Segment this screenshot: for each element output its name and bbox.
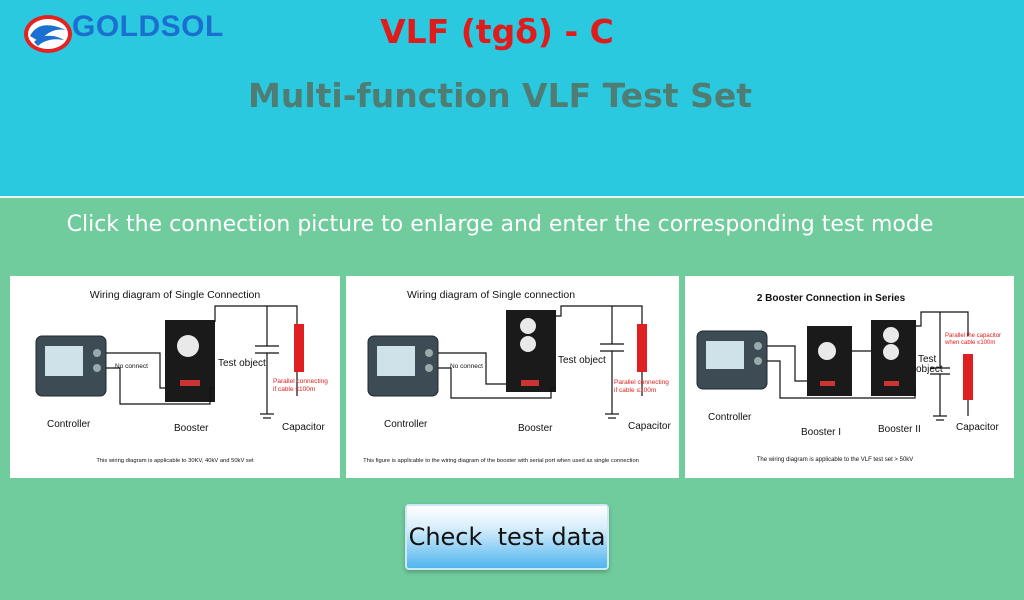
header-banner: GOLDSOL VLF (tgδ) - C Multi-function VLF… bbox=[0, 0, 1024, 196]
svg-text:Booster: Booster bbox=[518, 423, 553, 434]
controller-device-icon bbox=[367, 335, 439, 397]
svg-text:Wiring diagram of Single conne: Wiring diagram of Single connection bbox=[407, 289, 575, 301]
header-divider bbox=[0, 196, 1024, 198]
svg-text:This figure is applicable to t: This figure is applicable to the wiring … bbox=[363, 458, 639, 464]
controller-device-icon bbox=[35, 335, 107, 397]
svg-text:if cable ≤100m: if cable ≤100m bbox=[273, 386, 315, 393]
page-subtitle: Multi-function VLF Test Set bbox=[247, 76, 752, 115]
controller-device-icon bbox=[696, 330, 768, 390]
capacitor-icon bbox=[963, 354, 973, 400]
svg-text:object: object bbox=[916, 364, 943, 375]
wiring-diagram-single-serial: Wiring diagram of Single connection bbox=[363, 289, 671, 464]
capacitor-icon bbox=[294, 324, 304, 372]
booster-1-device-icon bbox=[807, 326, 852, 396]
svg-text:The wiring diagram is applicab: The wiring diagram is applicable to the … bbox=[757, 457, 914, 463]
svg-text:Controller: Controller bbox=[384, 419, 428, 430]
booster-device-icon bbox=[506, 310, 556, 392]
svg-text:Booster I: Booster I bbox=[801, 427, 841, 438]
svg-text:No connect: No connect bbox=[115, 363, 148, 370]
connection-card-series[interactable]: 2 Booster Connection in Series bbox=[685, 276, 1014, 478]
instruction-text: Click the connection picture to enlarge … bbox=[66, 212, 934, 237]
brand-name: GOLDSOL bbox=[72, 10, 224, 43]
connection-card-single-serial[interactable]: Wiring diagram of Single connection bbox=[346, 276, 679, 478]
svg-text:Parallel connecting: Parallel connecting bbox=[614, 379, 669, 386]
svg-text:if cable ≤100m: if cable ≤100m bbox=[614, 387, 656, 394]
brand-logo bbox=[22, 12, 202, 56]
booster-device-icon bbox=[165, 320, 215, 402]
page-title: VLF (tgδ) - C bbox=[380, 12, 614, 51]
check-test-data-button[interactable]: Check test data bbox=[405, 504, 609, 570]
diagram-title: Wiring diagram of Single Connection bbox=[90, 289, 261, 301]
svg-text:2 Booster Connection in Series: 2 Booster Connection in Series bbox=[757, 293, 906, 304]
svg-text:Parallel connecting: Parallel connecting bbox=[273, 378, 328, 385]
svg-text:Controller: Controller bbox=[47, 419, 91, 430]
svg-text:Controller: Controller bbox=[708, 412, 752, 423]
svg-text:Test: Test bbox=[918, 354, 937, 365]
svg-text:Booster: Booster bbox=[174, 423, 209, 434]
svg-text:Capacitor: Capacitor bbox=[282, 422, 325, 433]
wiring-diagram-single: Wiring diagram of Single Connection bbox=[35, 289, 328, 464]
goldsol-logo-icon bbox=[24, 15, 72, 53]
svg-text:No connect: No connect bbox=[450, 363, 483, 370]
svg-text:Parallel the capacitor: Parallel the capacitor bbox=[945, 333, 1001, 339]
svg-text:Capacitor: Capacitor bbox=[628, 421, 671, 432]
svg-text:This wiring diagram is applica: This wiring diagram is applicable to 30K… bbox=[96, 458, 254, 464]
svg-text:Test object: Test object bbox=[218, 358, 266, 369]
svg-text:Booster II: Booster II bbox=[878, 424, 921, 435]
svg-text:Test object: Test object bbox=[558, 355, 606, 366]
svg-text:Capacitor: Capacitor bbox=[956, 422, 999, 433]
booster-2-device-icon bbox=[871, 320, 916, 396]
svg-text:when cable ≤100m: when cable ≤100m bbox=[944, 340, 995, 346]
capacitor-icon bbox=[637, 324, 647, 372]
connection-card-single[interactable]: Wiring diagram of Single Connection bbox=[10, 276, 340, 478]
wiring-diagram-series: 2 Booster Connection in Series bbox=[696, 293, 1001, 463]
